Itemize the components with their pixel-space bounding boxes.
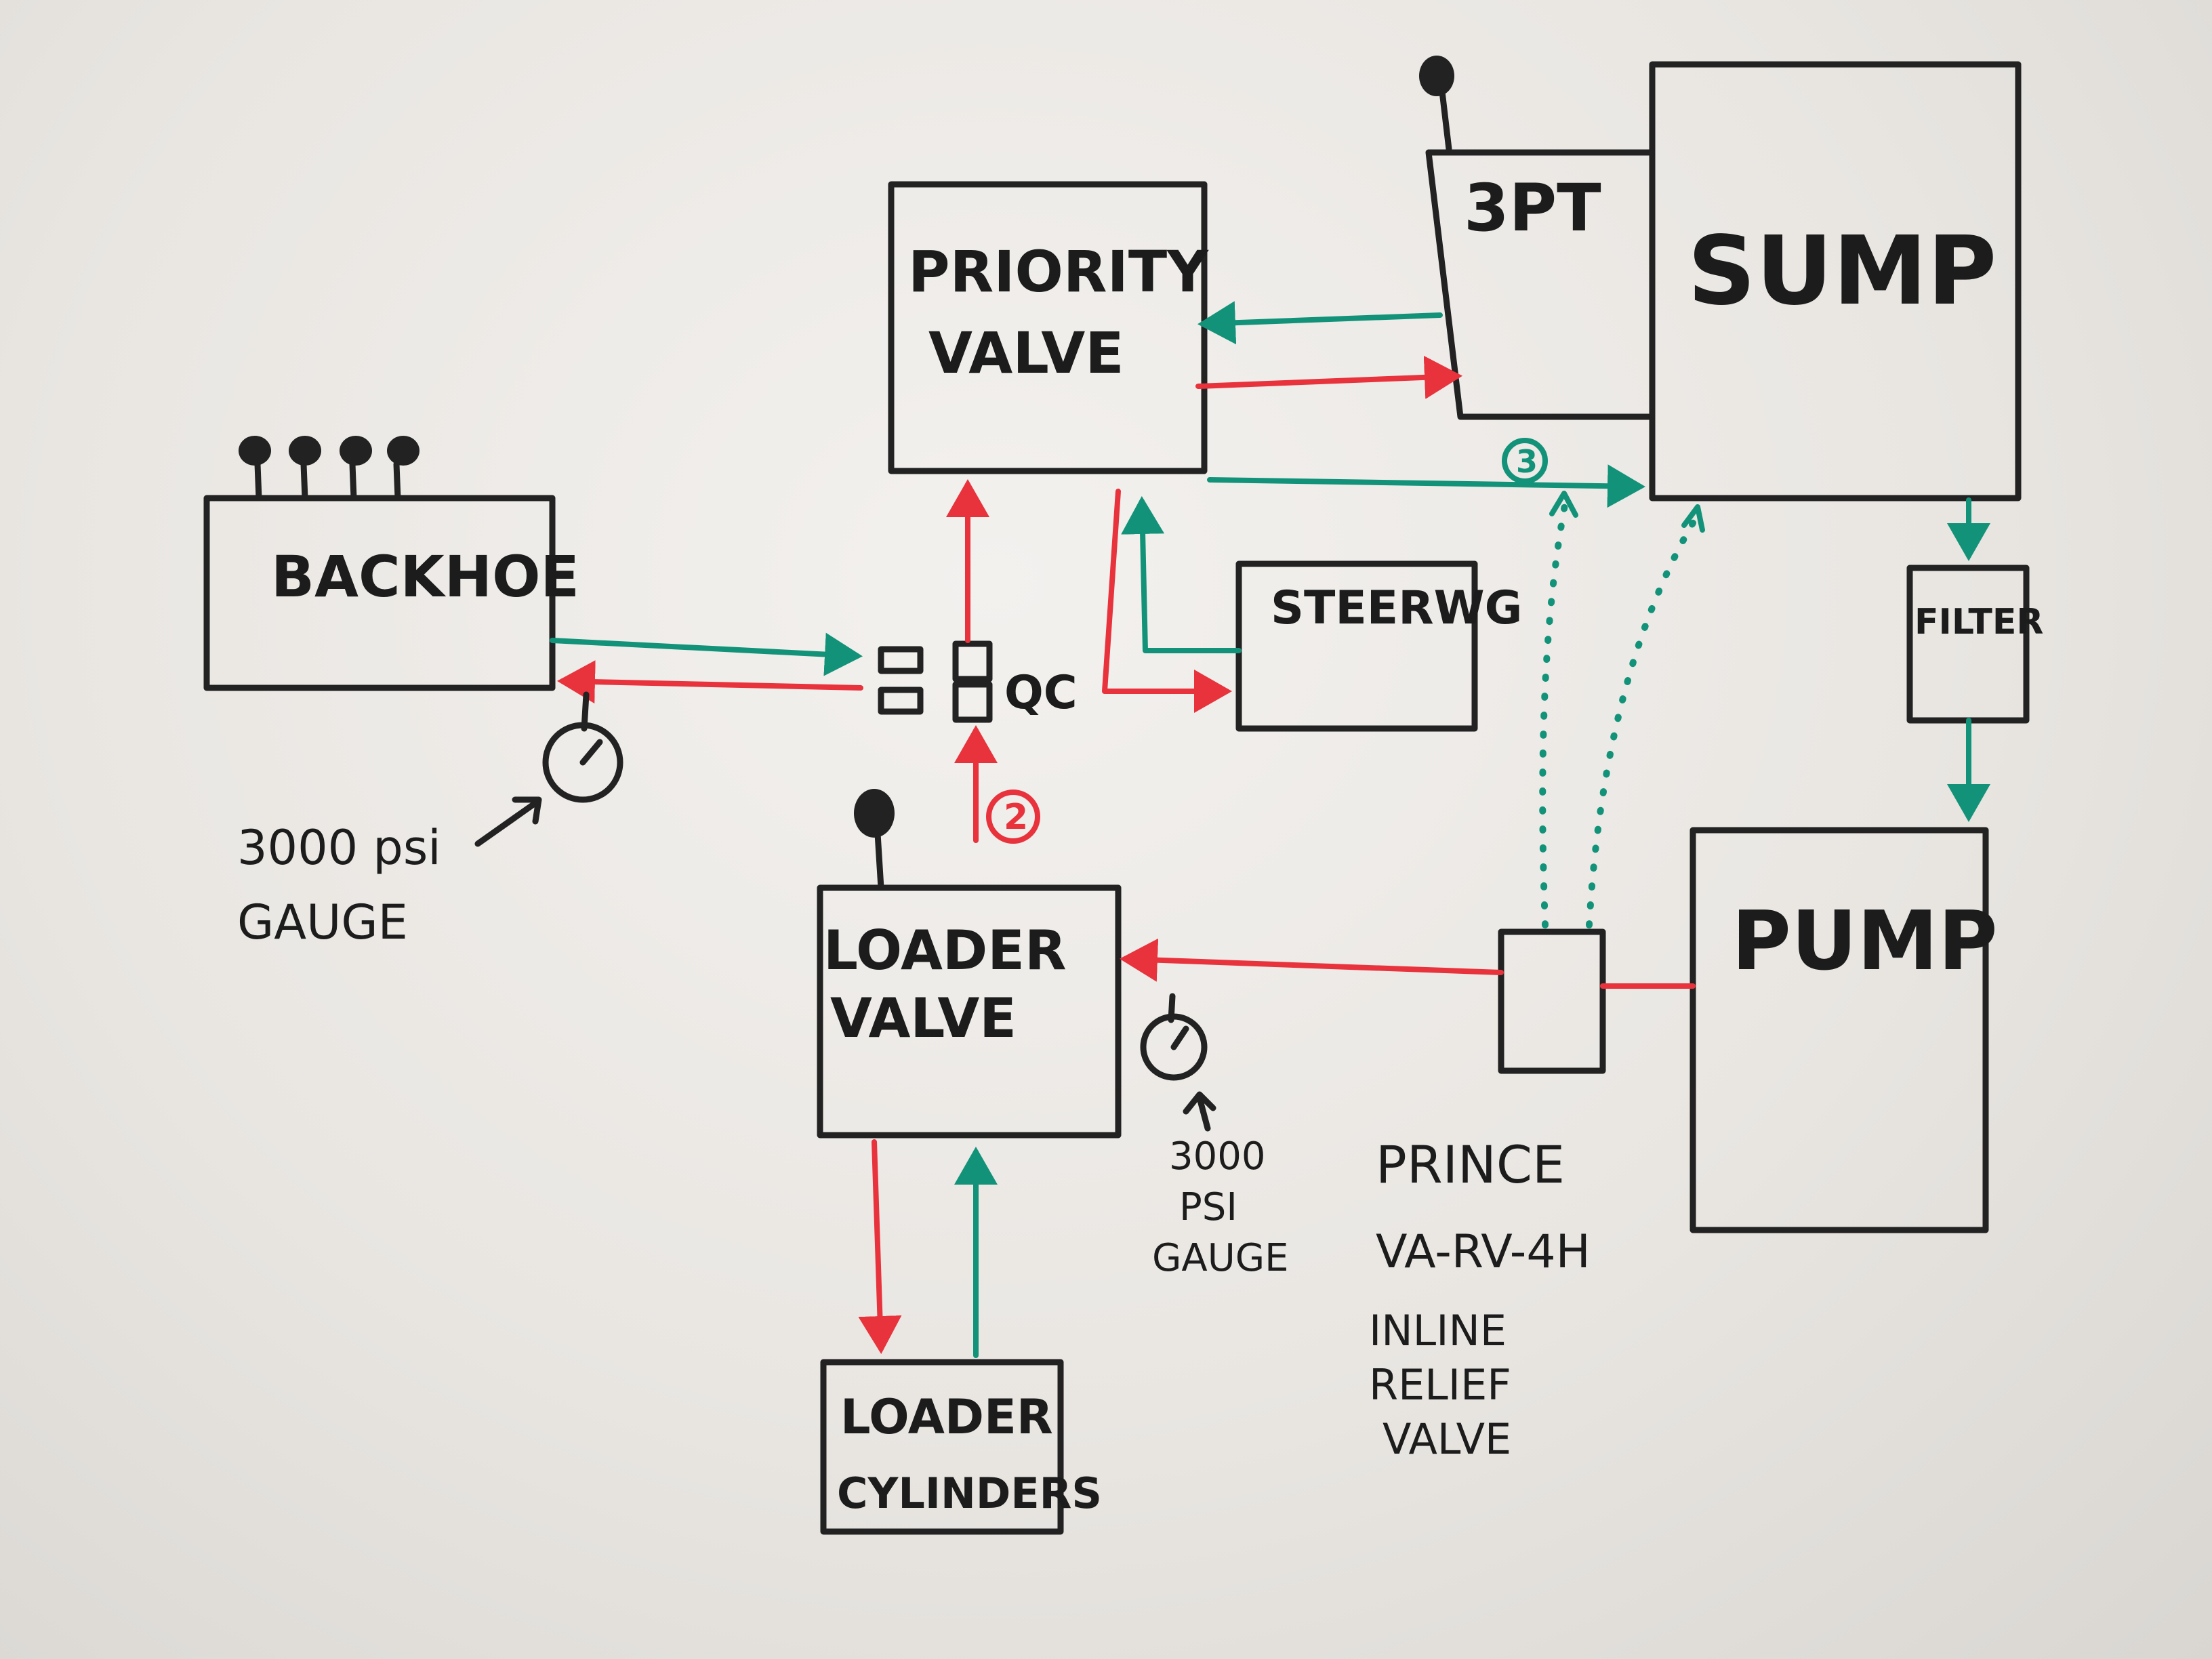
loader-valve-block: LOADER VALVE [817,789,1122,1139]
pressure-lines [557,355,1696,1354]
gauge-left-note: 3000 psi GAUGE [237,820,441,950]
priority-valve-block: PRIORITY VALVE [888,181,1209,474]
marker-two-label: 2 [1004,797,1028,838]
gauge-left-pointer [474,796,542,847]
relief-valve-note: PRINCE VA-RV-4H INLINE RELIEF VALVE [1369,1134,1591,1464]
gauge-right-pointer [1183,1091,1216,1132]
loader-cylinders-label-1: LOADER [840,1389,1053,1445]
backhoe-label: BACKHOE [271,544,579,610]
three-pt-label: 3PT [1464,170,1601,246]
gauge-right-line-1: 3000 [1169,1134,1266,1179]
pressure-gauge-icon [542,691,623,803]
relief-desc-1: INLINE [1369,1306,1507,1355]
return-lines [550,301,1990,1358]
gauge-right-note: 3000 PSI GAUGE [1152,1134,1288,1280]
sump-label: SUMP [1687,216,1996,327]
loader-valve-label-1: LOADER [823,919,1067,982]
relief-desc-2: RELIEF [1369,1360,1511,1410]
three-pt-block: 3PT [1419,56,1656,420]
pump-block: PUMP [1689,827,1998,1233]
priority-valve-label-1: PRIORITY [908,239,1209,305]
backhoe-levers-icon [239,436,419,501]
gauge-right-line-3: GAUGE [1152,1236,1288,1280]
qc-label: QC [1004,666,1078,720]
steering-label: STEERWG [1271,581,1522,635]
gauge-right-line-2: PSI [1179,1185,1237,1229]
relief-valve-block [1498,928,1606,1074]
filter-block: FILTER [1906,565,2043,724]
loader-cylinders-block: LOADER CYLINDERS [820,1359,1102,1535]
relief-brand: PRINCE [1376,1134,1565,1195]
quick-coupler-icon: QC [878,640,1078,723]
lever-knob-icon [1419,56,1454,152]
marker-two: 2 [986,790,1040,844]
pressure-gauge-icon [1140,993,1208,1081]
marker-three-label: 3 [1516,443,1538,480]
priority-valve-label-2: VALVE [928,320,1124,386]
gauge-left-line-2: GAUGE [237,895,408,950]
filter-label: FILTER [1914,602,2043,642]
loader-valve-label-2: VALVE [830,987,1017,1050]
gauge-left-line-1: 3000 psi [237,820,441,876]
backhoe-block: BACKHOE [203,436,579,691]
pump-label: PUMP [1732,895,1998,989]
steering-block: STEERWG [1235,560,1522,732]
loader-cylinders-label-2: CYLINDERS [837,1469,1102,1518]
marker-three: 3 [1502,438,1548,484]
relief-model: VA-RV-4H [1376,1225,1591,1279]
drain-lines [1539,491,1705,928]
relief-desc-3: VALVE [1382,1414,1511,1464]
lever-knob-icon [854,789,895,891]
sump-block: SUMP [1649,61,2022,501]
